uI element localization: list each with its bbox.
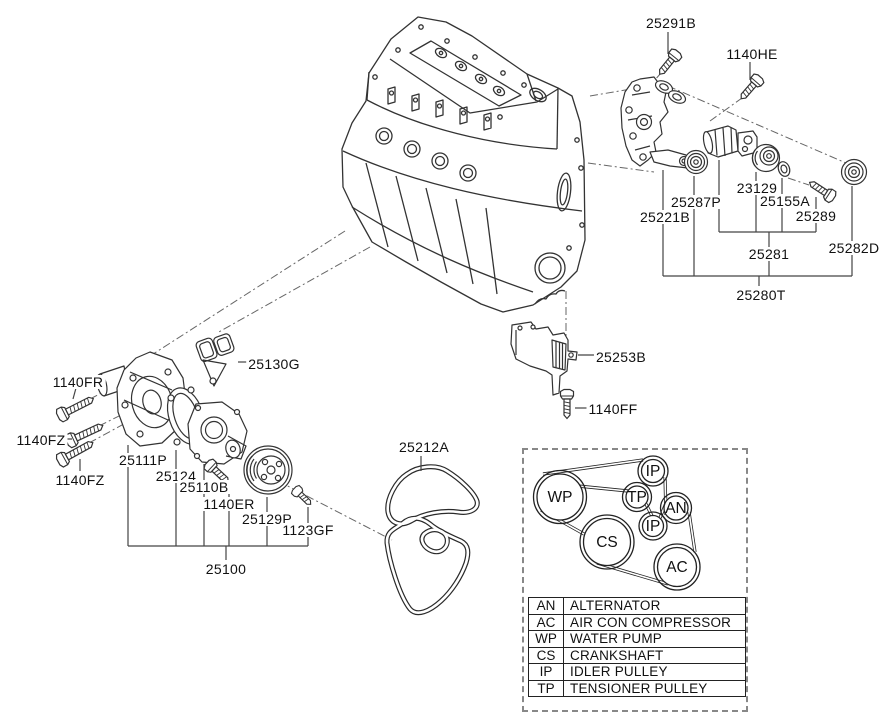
bolt-1140HE: [735, 71, 766, 104]
part-label-1140FZ-b: 1140FZ: [53, 472, 107, 488]
bracket-25253B-drawing: [511, 322, 577, 395]
leader-lines: [63, 32, 852, 560]
washer-25155A-drawing: [776, 160, 791, 178]
legend-desc-cell: CRANKSHAFT: [563, 646, 746, 664]
legend-code-cell: AC: [528, 613, 564, 631]
engine-block-drawing: [342, 17, 585, 312]
legend-desc-cell: AIR CON COMPRESSOR: [563, 613, 746, 631]
bolt-1140FR: [54, 391, 98, 424]
belt-pulley-label-tp: TP: [627, 489, 647, 506]
legend-row: WP WATER PUMP: [528, 630, 746, 648]
belt-pulley-label-ac: AC: [666, 559, 688, 576]
part-label-25129P: 25129P: [239, 511, 295, 527]
part-label-1140FZ-a: 1140FZ: [14, 432, 68, 448]
pump-housing-25111P-drawing: [95, 352, 186, 446]
belt-pulley-label-ip-mid: IP: [646, 518, 661, 535]
part-label-25130G: 25130G: [246, 356, 302, 372]
gasket-25130G-drawing: [195, 331, 235, 386]
bolt-1140FF: [559, 388, 575, 420]
pulley-25129P-drawing: [244, 446, 292, 494]
part-label-25281: 25281: [746, 246, 792, 262]
part-label-25155A: 25155A: [757, 193, 813, 209]
legend-code-cell: IP: [528, 663, 564, 681]
belt-pulley-label-ip-top: IP: [646, 463, 661, 480]
legend-table: AN ALTERNATOR AC AIR CON COMPRESSOR WP W…: [528, 597, 746, 697]
part-label-25100: 25100: [203, 561, 249, 577]
legend-desc-cell: IDLER PULLEY: [563, 663, 746, 681]
belt-pulley-label-an: AN: [665, 500, 687, 517]
pulley-23129-drawing: [752, 145, 779, 172]
part-label-25282D: 25282D: [826, 240, 882, 256]
legend-code-cell: TP: [528, 679, 564, 697]
legend-row: AN ALTERNATOR: [528, 597, 746, 615]
idler-pulley-25282D-drawing: [842, 160, 867, 185]
part-label-25124: 25124: [153, 468, 199, 484]
part-label-25111P: 25111P: [117, 452, 169, 468]
part-label-23129: 23129: [734, 180, 780, 196]
belt-routing-diagram: WP IP TP IP AN CS AC: [534, 456, 701, 590]
legend-row: IP IDLER PULLEY: [528, 663, 746, 681]
bolt-1123GF: [289, 483, 316, 509]
legend-code-cell: WP: [528, 630, 564, 648]
legend-code-cell: AN: [528, 597, 564, 615]
part-label-1123GF: 1123GF: [280, 522, 336, 538]
part-label-25253B: 25253B: [593, 349, 649, 365]
part-label-25287P: 25287P: [668, 194, 724, 210]
legend-desc-cell: TENSIONER PULLEY: [563, 679, 746, 697]
legend-row: AC AIR CON COMPRESSOR: [528, 613, 746, 631]
part-label-25280T: 25280T: [734, 287, 788, 303]
legend-row: TP TENSIONER PULLEY: [528, 679, 746, 697]
pulley-25287P-drawing: [685, 151, 708, 174]
belt-pulley-label-cs: CS: [596, 534, 618, 551]
part-label-1140FR: 1140FR: [50, 374, 106, 390]
part-label-1140ER: 1140ER: [201, 496, 257, 512]
belt-pulley-label-wp: WP: [548, 489, 573, 506]
part-label-1140FF: 1140FF: [586, 401, 640, 417]
part-label-25212A: 25212A: [396, 439, 452, 455]
legend-desc-cell: WATER PUMP: [563, 630, 746, 648]
part-label-25110B: 25110B: [177, 479, 231, 495]
part-label-1140HE: 1140HE: [724, 46, 780, 62]
water-pump-25110B-drawing: [188, 402, 247, 464]
bolt-25291B: [654, 46, 684, 79]
part-label-25221B: 25221B: [637, 209, 693, 225]
belt-25212A-drawing: [387, 467, 477, 613]
legend-row: CS CRANKSHAFT: [528, 646, 746, 664]
part-label-25291B: 25291B: [643, 15, 699, 31]
legend-code-cell: CS: [528, 646, 564, 664]
tensioner-bracket-drawing: [621, 77, 692, 168]
tensioner-25281-drawing: [702, 126, 757, 157]
part-label-25289: 25289: [793, 208, 839, 224]
legend-desc-cell: ALTERNATOR: [563, 597, 746, 615]
